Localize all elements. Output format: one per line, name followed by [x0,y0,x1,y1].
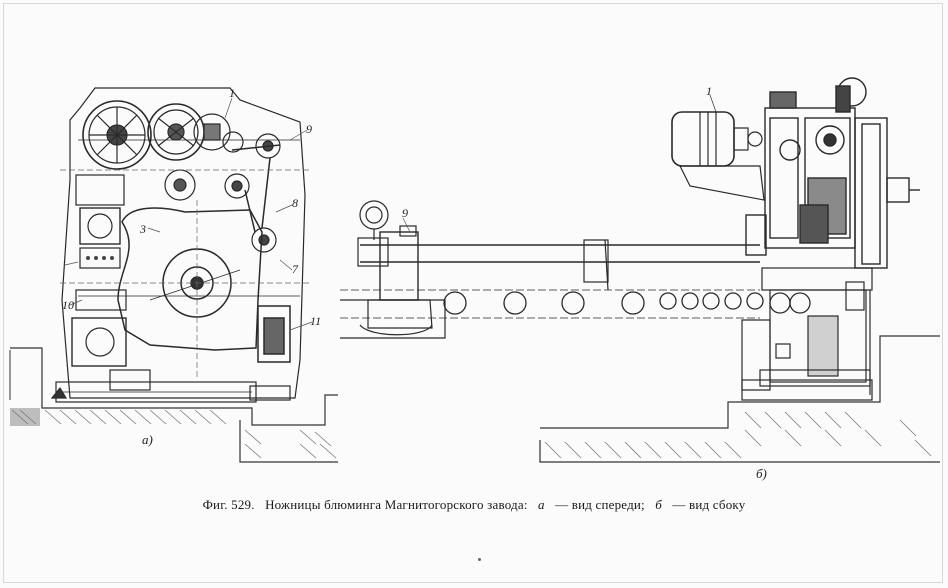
center-lines [60,169,310,380]
side-view [340,77,940,463]
leader-lines-side [402,217,411,233]
caption-a-letter: а [538,497,545,512]
caption-fig-number: Фиг. 529. [202,497,255,512]
foundation-left [9,347,338,463]
page-dot [478,558,481,561]
view-label-b: б) [756,466,767,481]
base-plate [50,381,257,403]
caption-title: Ножницы блюминга Магнитогорского завода: [265,497,528,512]
bearing-blocks [71,174,151,391]
leader-lines [64,97,313,331]
gear-train [82,100,281,253]
caption-b-text: — вид сбоку [672,497,746,512]
shear-frame-side [745,77,920,269]
crank-lever [117,144,291,363]
part-label-8: 8 [292,196,298,210]
caption-b-letter: б [655,497,662,512]
foundation-right [539,335,940,463]
rollers [443,291,811,315]
part-label-side-1: 1 [706,84,712,98]
front-view [9,87,338,463]
view-label-a: а) [142,432,153,447]
caption-a-text: — вид спереди; [555,497,645,512]
part-label-11: 11 [310,314,322,328]
figure-caption: Фиг. 529. Ножницы блюминга Магнитогорско… [0,497,948,513]
part-label-3: 3 [140,222,146,236]
gauge-stand [340,200,446,339]
part-label-10: 10 [62,298,74,312]
part-label-9: 9 [306,122,312,136]
part-label-side-9: 9 [402,206,408,220]
roller-shaft [340,239,760,319]
part-label-1: 1 [229,86,235,100]
pedestal-side [741,267,873,401]
drive-motor [671,94,765,201]
part-label-7: 7 [292,262,298,276]
